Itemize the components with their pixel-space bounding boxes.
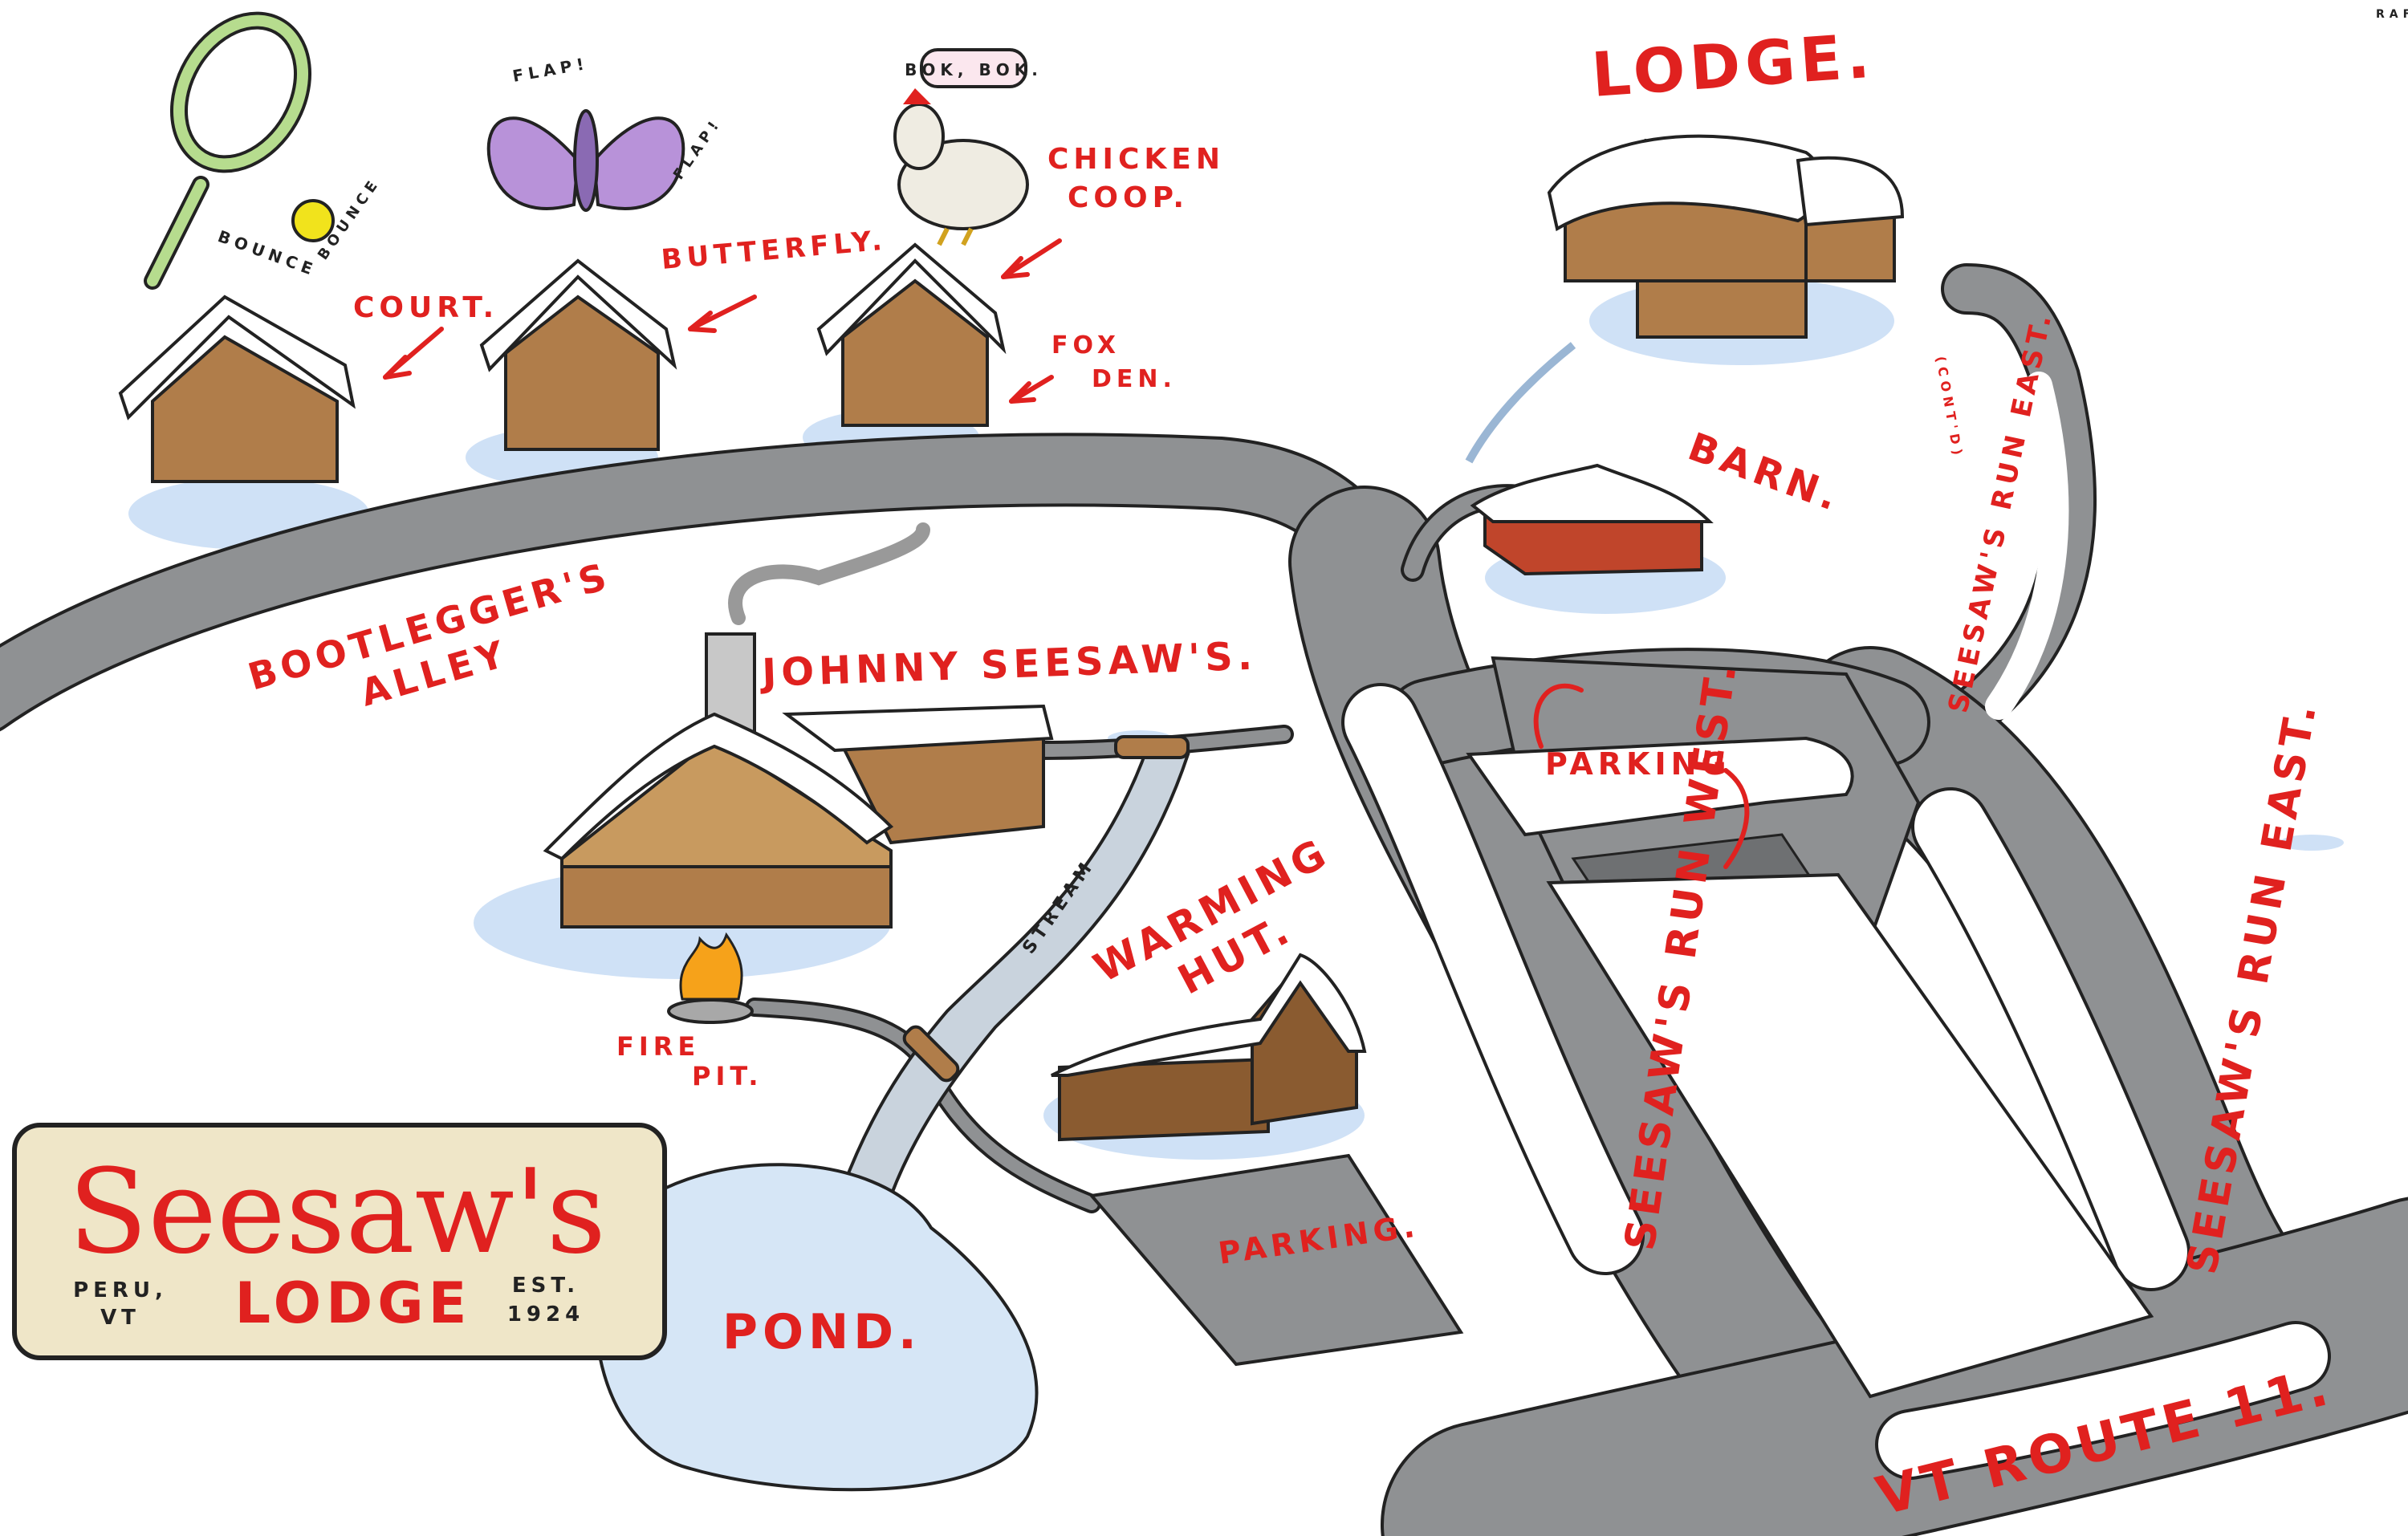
sign-location-line1: PERU, xyxy=(73,1278,168,1302)
tennis-racket-icon xyxy=(144,11,312,290)
label-arrows xyxy=(383,238,1750,869)
label-parking-upper: PARKING xyxy=(1545,746,1731,782)
road-snow-strips xyxy=(1341,372,2331,1480)
speech-bubble-text: BOK, BOK. xyxy=(905,60,1043,79)
speech-bubble xyxy=(920,48,1027,88)
bridge-lower xyxy=(902,1025,960,1083)
cabin-butterfly xyxy=(479,258,677,451)
sign-est-line1: EST. xyxy=(512,1274,580,1298)
lower-parking-lot xyxy=(1088,1153,1464,1367)
chimney-smoke xyxy=(728,522,930,625)
lodge-building xyxy=(1547,134,1905,339)
artist-signature: RAFE xyxy=(2376,8,2408,21)
sign-subtitle: LODGE xyxy=(235,1270,472,1336)
warming-hut-building xyxy=(1051,953,1367,1142)
label-fire-pit-line1: FIRE xyxy=(616,1031,700,1062)
sign-est-line2: 1924 xyxy=(507,1302,584,1327)
sign-title: Seesaw's xyxy=(68,1144,606,1280)
label-fox-den-line2: DEN. xyxy=(1092,365,1177,393)
cabin-chicken-coop xyxy=(816,242,1007,427)
label-chicken-coop-line2: COOP. xyxy=(1068,181,1189,214)
bridge-upper xyxy=(1114,735,1190,759)
cabin-court xyxy=(118,295,356,483)
fire-pit-icon xyxy=(667,932,754,1024)
pond xyxy=(593,1163,1039,1492)
label-fire-pit-line2: PIT. xyxy=(692,1061,763,1091)
barn-building xyxy=(1470,463,1714,576)
lodge-sign xyxy=(12,1123,667,1360)
label-pond: POND. xyxy=(722,1304,921,1360)
label-court: COURT. xyxy=(353,291,498,324)
label-fox-den-line1: FOX xyxy=(1051,331,1121,360)
johnny-seesaws-building xyxy=(543,632,1054,929)
lodge-ski-trail xyxy=(1465,342,1576,464)
center-median xyxy=(1546,872,2154,1399)
label-chicken-coop-line1: CHICKEN xyxy=(1047,143,1225,176)
butterfly-icon xyxy=(486,109,685,212)
chicken-icon xyxy=(893,88,1029,246)
tennis-ball-icon xyxy=(291,199,335,242)
sign-location-line2: VT xyxy=(100,1306,140,1330)
